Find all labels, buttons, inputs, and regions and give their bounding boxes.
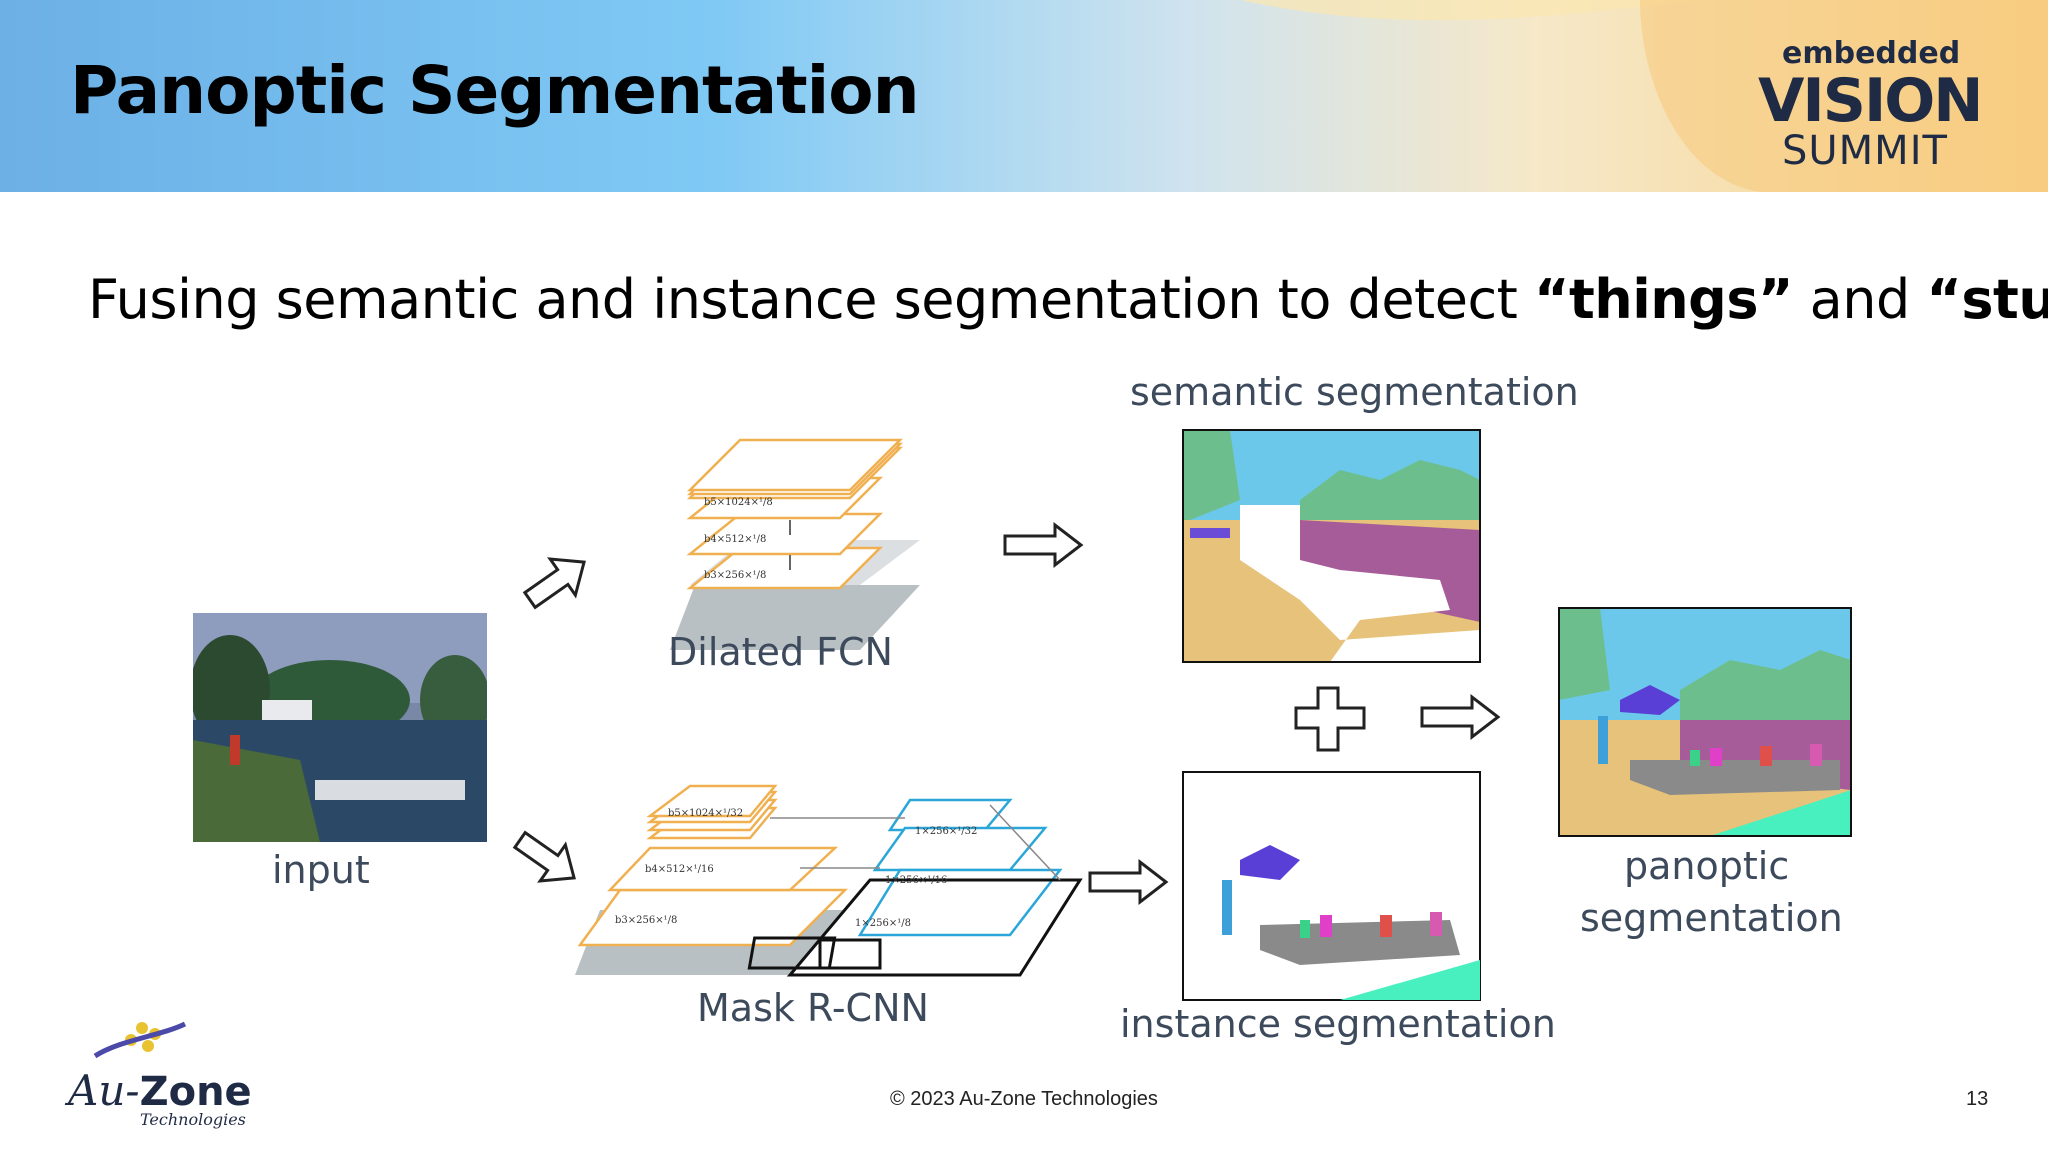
mask-layer-label-1: b5×1024×¹/32 (668, 808, 744, 819)
semantic-map (1182, 429, 1481, 663)
mask-layer-label-2: b4×512×¹/16 (645, 864, 714, 875)
plus-icon (1294, 686, 1366, 752)
fcn-layer-label-1: b5×1024×¹/8 (704, 497, 773, 508)
fcn-stack (670, 438, 920, 650)
copyright: © 2023 Au-Zone Technologies (890, 1088, 1158, 1110)
company-subtitle: Technologies (140, 1110, 246, 1129)
evs-logo: embedded VISION SUMMIT (1752, 36, 1992, 176)
panoptic-label-line1: panoptic (1624, 844, 1790, 888)
arrow-to-fcn (522, 557, 586, 610)
logo-summit: SUMMIT (1782, 128, 1948, 174)
header-banner (0, 0, 2048, 192)
fcn-layer-label-3: b3×256×¹/8 (704, 570, 767, 581)
panoptic-label-line2: segmentation (1580, 896, 1843, 940)
arrow-to-panoptic (1420, 693, 1501, 741)
arrow-maskrcnn-to-instance (1088, 858, 1169, 906)
input-label: input (272, 848, 370, 892)
arrow-to-maskrcnn (512, 830, 576, 883)
maskrcnn-stack (575, 784, 1083, 977)
fcn-layer-label-2: b4×512×¹/8 (704, 534, 767, 545)
subtitle-things: “things” (1533, 268, 1794, 331)
semantic-label: semantic segmentation (1130, 370, 1579, 414)
logo-vision: VISION (1758, 66, 1984, 136)
slide-title: Panoptic Segmentation (70, 52, 920, 129)
header-decoration (1240, 0, 2048, 192)
subtitle-stuff: “stuff” (1926, 268, 2048, 331)
company-name-au: Au- (68, 1066, 140, 1115)
company-name-zone: Zone (139, 1069, 252, 1115)
subtitle-mid: and (1792, 268, 1927, 331)
subtitle-pre: Fusing semantic and instance segmentatio… (88, 268, 1534, 331)
page-number: 13 (1966, 1088, 1989, 1110)
instance-label: instance segmentation (1120, 1002, 1556, 1046)
fcn-label: Dilated FCN (668, 630, 893, 674)
mask-layer-label-3: b3×256×¹/8 (615, 915, 678, 926)
instance-map (1182, 771, 1481, 1001)
slide-subtitle: Fusing semantic and instance segmentatio… (88, 268, 2048, 331)
mask-head-label-2: 1×256×¹/16 (885, 875, 948, 886)
mask-head-label-1: 1×256×¹/32 (915, 826, 978, 837)
arrow-fcn-to-semantic (1003, 521, 1084, 569)
logo-embedded: embedded (1782, 36, 1961, 71)
company-logo: Au-Zone (68, 1066, 252, 1115)
au-zone-logo-mark (93, 1021, 187, 1059)
panoptic-map (1558, 607, 1852, 837)
maskrcnn-label: Mask R-CNN (697, 986, 929, 1030)
input-photo (193, 613, 487, 842)
mask-head-label-3: 1×256×¹/8 (855, 918, 911, 929)
